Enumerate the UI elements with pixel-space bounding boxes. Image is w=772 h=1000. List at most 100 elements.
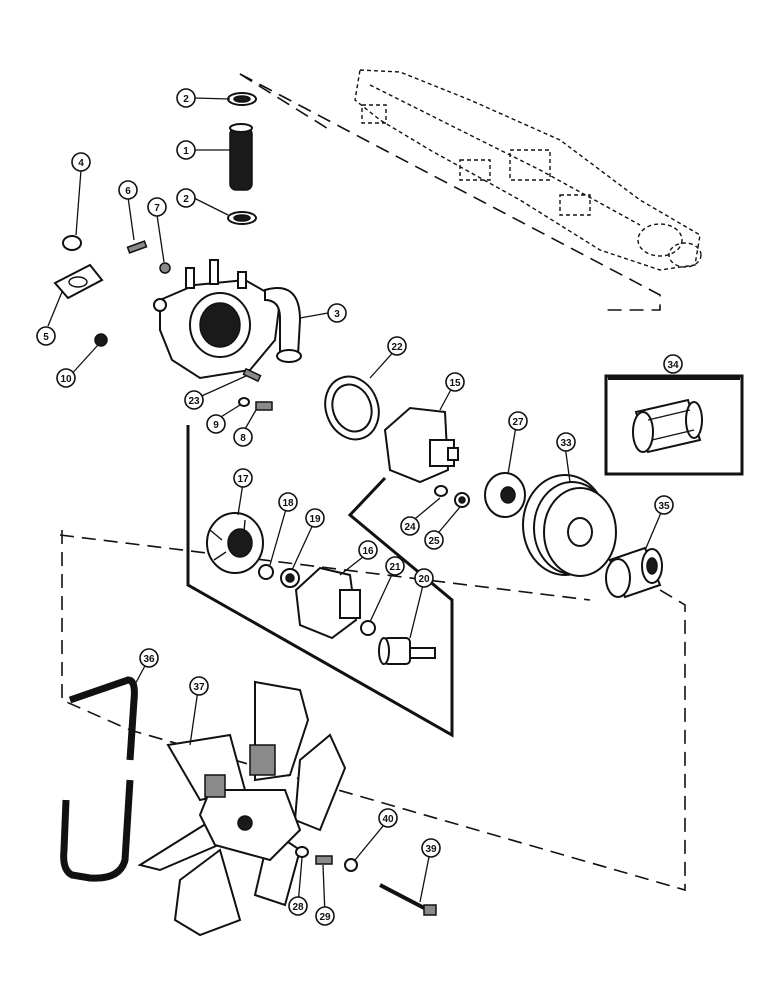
callout-22: 22 [387, 336, 407, 356]
nut-40 [344, 858, 358, 872]
callout-39: 39 [421, 838, 441, 858]
callout-label: 9 [213, 420, 219, 431]
callout-label: 29 [319, 912, 331, 923]
fan-belt [60, 676, 138, 882]
callout-34: 34 [663, 354, 683, 374]
fan-pulley [522, 474, 617, 577]
stud-6 [126, 240, 148, 254]
plug-10 [94, 333, 108, 347]
spacer-alt [632, 398, 703, 454]
water-manifold [354, 69, 702, 271]
nut-25 [454, 492, 470, 508]
callout-16: 16 [358, 540, 378, 560]
inset-box-34 [604, 374, 744, 476]
callout-4: 4 [71, 152, 91, 172]
callout-label: 37 [193, 682, 205, 693]
callout-label: 24 [404, 522, 416, 533]
seal-18 [258, 564, 274, 580]
callout-label: 22 [391, 342, 403, 353]
callout-6: 6 [118, 180, 138, 200]
pump-housing-16 [294, 566, 361, 640]
pump-gasket [324, 375, 380, 441]
callout-25: 25 [424, 530, 444, 550]
callout-label: 25 [428, 536, 440, 547]
nut-7 [159, 262, 171, 274]
plug-4 [62, 235, 82, 251]
fan-spacer [605, 546, 663, 599]
callout-label: 17 [237, 474, 249, 485]
stud-23 [242, 367, 262, 383]
callout-29: 29 [315, 906, 335, 926]
callout-label: 5 [43, 332, 49, 343]
pulley-hub [484, 472, 526, 518]
callout-label: 1 [183, 146, 189, 157]
seal-19 [280, 568, 300, 588]
callout-label: 6 [125, 186, 131, 197]
callout-label: 33 [560, 438, 572, 449]
assembly-line-manifold [239, 73, 661, 311]
callout-label: 34 [667, 360, 679, 371]
callout-label: 21 [389, 562, 401, 573]
washer-9 [238, 397, 250, 407]
callout-label: 2 [183, 94, 189, 105]
seal-21 [360, 620, 376, 636]
callout-9: 9 [206, 414, 226, 434]
callout-label: 4 [78, 158, 84, 169]
bolt-39 [379, 883, 437, 916]
callout-36: 36 [139, 648, 159, 668]
callout-2a: 2 [176, 88, 196, 108]
callout-27: 27 [508, 411, 528, 431]
callout-7: 7 [147, 197, 167, 217]
callout-33: 33 [556, 432, 576, 452]
callout-label: 39 [425, 844, 437, 855]
impeller-17 [206, 512, 264, 574]
callout-21: 21 [385, 556, 405, 576]
callout-18: 18 [278, 492, 298, 512]
callout-37: 37 [189, 676, 209, 696]
callout-label: 36 [143, 654, 155, 665]
callout-10: 10 [56, 368, 76, 388]
callout-label: 7 [154, 203, 160, 214]
hose-clamp-lower [227, 211, 257, 225]
washer-28 [295, 846, 309, 858]
callout-15: 15 [445, 372, 465, 392]
callout-label: 10 [60, 374, 72, 385]
callout-8: 8 [233, 427, 253, 447]
callout-35: 35 [654, 495, 674, 515]
callout-1: 1 [176, 140, 196, 160]
callout-label: 8 [240, 433, 246, 444]
callout-label: 20 [418, 574, 430, 585]
callout-label: 18 [282, 498, 294, 509]
callout-2b: 2 [176, 188, 196, 208]
hose-clamp-upper [227, 92, 257, 106]
callout-label: 2 [183, 194, 189, 205]
cooling-fan [137, 680, 347, 937]
callout-label: 19 [309, 514, 321, 525]
callout-17: 17 [233, 468, 253, 488]
callout-label: 28 [292, 902, 304, 913]
assembly-line-belt-fan [61, 530, 686, 892]
callout-19: 19 [305, 508, 325, 528]
callout-28: 28 [288, 896, 308, 916]
washer-24 [434, 485, 448, 497]
callout-3: 3 [327, 303, 347, 323]
callout-24: 24 [400, 516, 420, 536]
callout-5: 5 [36, 326, 56, 346]
pump-internals-panel [186, 425, 454, 738]
assembly-line-manifold-left [239, 73, 331, 131]
bypass-hose [229, 123, 253, 191]
bolt-8 [255, 401, 273, 411]
callout-label: 35 [658, 501, 670, 512]
callout-label: 23 [188, 396, 200, 407]
callout-23: 23 [184, 390, 204, 410]
water-pump-housing [153, 259, 302, 380]
callout-20: 20 [414, 568, 434, 588]
callout-label: 40 [382, 814, 394, 825]
gasket-5 [53, 263, 104, 300]
shaft-bearing-20 [378, 637, 436, 665]
callout-label: 15 [449, 378, 461, 389]
callout-label: 27 [512, 417, 524, 428]
callout-40: 40 [378, 808, 398, 828]
water-pump-body [383, 406, 459, 484]
